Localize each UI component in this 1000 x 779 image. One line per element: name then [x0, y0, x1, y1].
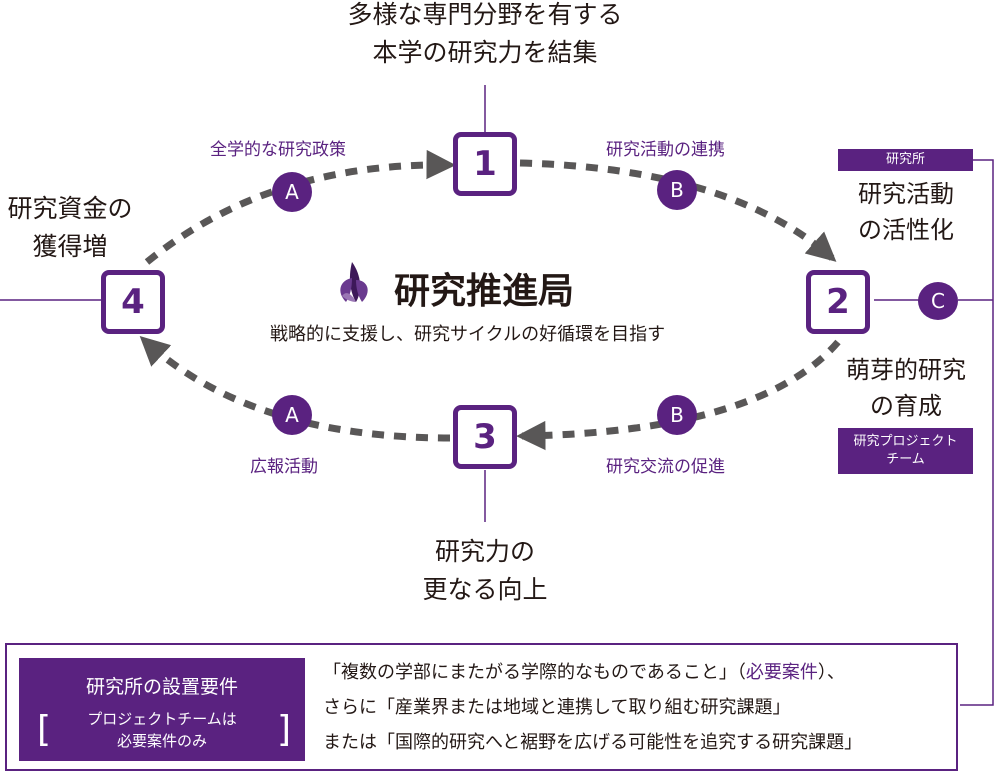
node-4-label: 研究資金の 獲得増	[0, 190, 140, 266]
node-4: 4	[101, 270, 165, 334]
path-top-left-label: 全学的な研究政策	[210, 140, 346, 160]
side-c-badge: C	[918, 282, 958, 320]
node-1-label-line2: 本学の研究力を結集	[372, 38, 598, 67]
requirements-line-3: または「国際的研究へと裾野を広げる可能性を追究する研究課題」	[323, 732, 863, 753]
path-bottom-left-label: 広報活動	[250, 457, 318, 477]
requirements-note-line1: プロジェクトチームは	[87, 710, 237, 728]
requirements-panel: 研究所の設置要件 [ ] プロジェクトチームは 必要案件のみ	[19, 658, 305, 761]
requirements-note: プロジェクトチームは 必要案件のみ	[59, 708, 265, 752]
requirements-line-1-c: ）、	[817, 662, 845, 683]
path-top-left-badge: A	[272, 172, 312, 212]
node-2-top-label-line1: 研究活動	[858, 180, 954, 208]
node-2-number: 2	[826, 282, 850, 322]
bracket-left: [	[37, 709, 52, 750]
node-3-label: 研究力の 更なる向上	[395, 533, 575, 609]
requirements-note-line2: 必要案件のみ	[116, 732, 207, 750]
node-3-number: 3	[473, 417, 497, 457]
center-subtitle: 戦略的に支援し、研究サイクルの好循環を目指す	[270, 324, 666, 345]
path-bottom-right-label: 研究交流の促進	[606, 457, 725, 477]
node-2-top-label: 研究活動 の活性化	[826, 176, 986, 248]
node-2-bottom-label-line2: の育成	[870, 392, 942, 420]
requirements-line-2: さらに「産業界または地域と連携して取り組む研究課題」	[323, 697, 791, 718]
node-1-label: 多様な専門分野を有する 本学の研究力を結集	[300, 0, 670, 72]
node-4-number: 4	[121, 282, 145, 322]
node-3: 3	[453, 405, 517, 469]
requirements-line-1-highlight: 必要案件	[745, 662, 818, 683]
project-team-tag: 研究プロジェクト チーム	[838, 428, 973, 474]
requirements-lines: 「複数の学部にまたがる学際的なものであること」（必要案件）、 さらに「産業界また…	[323, 655, 862, 760]
requirements-line-1: 「複数の学部にまたがる学際的なものであること」（必要案件）、	[323, 655, 862, 690]
connector-lines	[0, 85, 994, 706]
node-1: 1	[453, 132, 517, 196]
institute-tag: 研究所	[838, 149, 973, 171]
path-top-right-label: 研究活動の連携	[606, 140, 725, 160]
node-1-number: 1	[473, 144, 497, 184]
node-1-label-line1: 多様な専門分野を有する	[347, 0, 623, 29]
node-3-label-line1: 研究力の	[434, 537, 535, 566]
requirements-title: 研究所の設置要件	[85, 676, 238, 698]
node-3-label-line2: 更なる向上	[422, 575, 548, 604]
path-bottom-left-badge: A	[272, 395, 312, 435]
node-2-top-label-line2: の活性化	[858, 216, 954, 244]
project-tag-line2: チーム	[886, 452, 925, 467]
bracket-right: ]	[277, 709, 292, 750]
requirements-line-1-a: 「複数の学部にまたがる学際的なものであること」（	[323, 662, 746, 683]
node-4-label-line2: 獲得増	[32, 232, 108, 261]
path-bottom-right-badge: B	[657, 395, 697, 435]
project-tag-line1: 研究プロジェクト	[853, 434, 958, 449]
requirements-box: 研究所の設置要件 [ ] プロジェクトチームは 必要案件のみ 「複数の学部にまた…	[5, 643, 958, 771]
path-top-right-badge: B	[657, 170, 697, 210]
node-4-label-line1: 研究資金の	[7, 194, 133, 223]
center-title: 研究推進局	[394, 271, 575, 312]
node-2-bottom-label-line1: 萌芽的研究	[846, 356, 966, 384]
node-2: 2	[806, 270, 870, 334]
iris-flower-logo	[340, 262, 368, 302]
node-2-bottom-label: 萌芽的研究 の育成	[826, 352, 986, 424]
